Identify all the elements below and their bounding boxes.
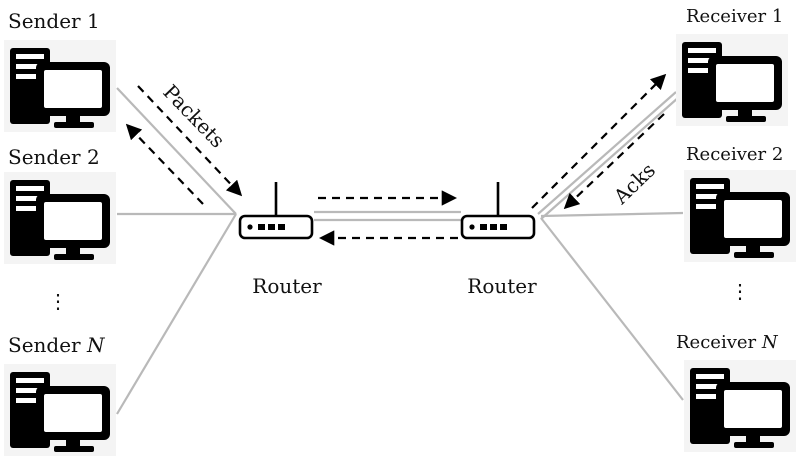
sender-n: Sender N xyxy=(4,333,116,456)
computer-icon xyxy=(684,360,796,452)
acks-arrow xyxy=(563,113,665,210)
link-router2-receiver1-b xyxy=(540,96,680,220)
sender-2: Sender 2 xyxy=(4,145,116,264)
receiver-ellipsis: ⋮ xyxy=(730,279,750,303)
router-label: Router xyxy=(252,274,322,298)
sender-label: Sender N xyxy=(8,333,106,357)
sender-label: Sender 1 xyxy=(8,9,100,33)
computer-icon xyxy=(4,172,116,264)
receiver-n: Receiver N xyxy=(676,332,796,452)
receiver-label: Receiver 1 xyxy=(686,6,783,27)
computer-icon xyxy=(4,40,116,132)
link-router2-receiverN xyxy=(540,217,684,401)
receiver-label: Receiver N xyxy=(676,332,779,353)
router-1: Router xyxy=(238,180,322,298)
receiver-1: Receiver 1 xyxy=(676,6,788,126)
router-icon xyxy=(460,180,536,240)
router-icon xyxy=(238,180,314,240)
link-senderN-router1 xyxy=(116,213,237,415)
flows xyxy=(125,73,667,246)
packets-arrow xyxy=(137,85,243,197)
computer-icon xyxy=(676,34,788,126)
receiver-2: Receiver 2 xyxy=(684,144,796,262)
acks-label: Acks xyxy=(608,158,660,209)
computer-icon xyxy=(684,170,796,262)
router-label: Router xyxy=(467,274,537,298)
router-2: Router xyxy=(460,180,537,298)
receiver-label: Receiver 2 xyxy=(686,144,783,165)
link-sender1-router1 xyxy=(116,87,237,215)
link-router2-receiver2 xyxy=(540,211,684,218)
forward-arrow-router2-receiver1 xyxy=(531,73,667,209)
sender-ellipsis: ⋮ xyxy=(48,289,68,313)
computer-icon xyxy=(4,364,116,456)
return-arrow-sender1 xyxy=(125,123,204,205)
sender-1: Sender 1 xyxy=(4,9,116,132)
sender-label: Sender 2 xyxy=(8,145,100,169)
link-router2-receiver1-a xyxy=(537,91,677,215)
